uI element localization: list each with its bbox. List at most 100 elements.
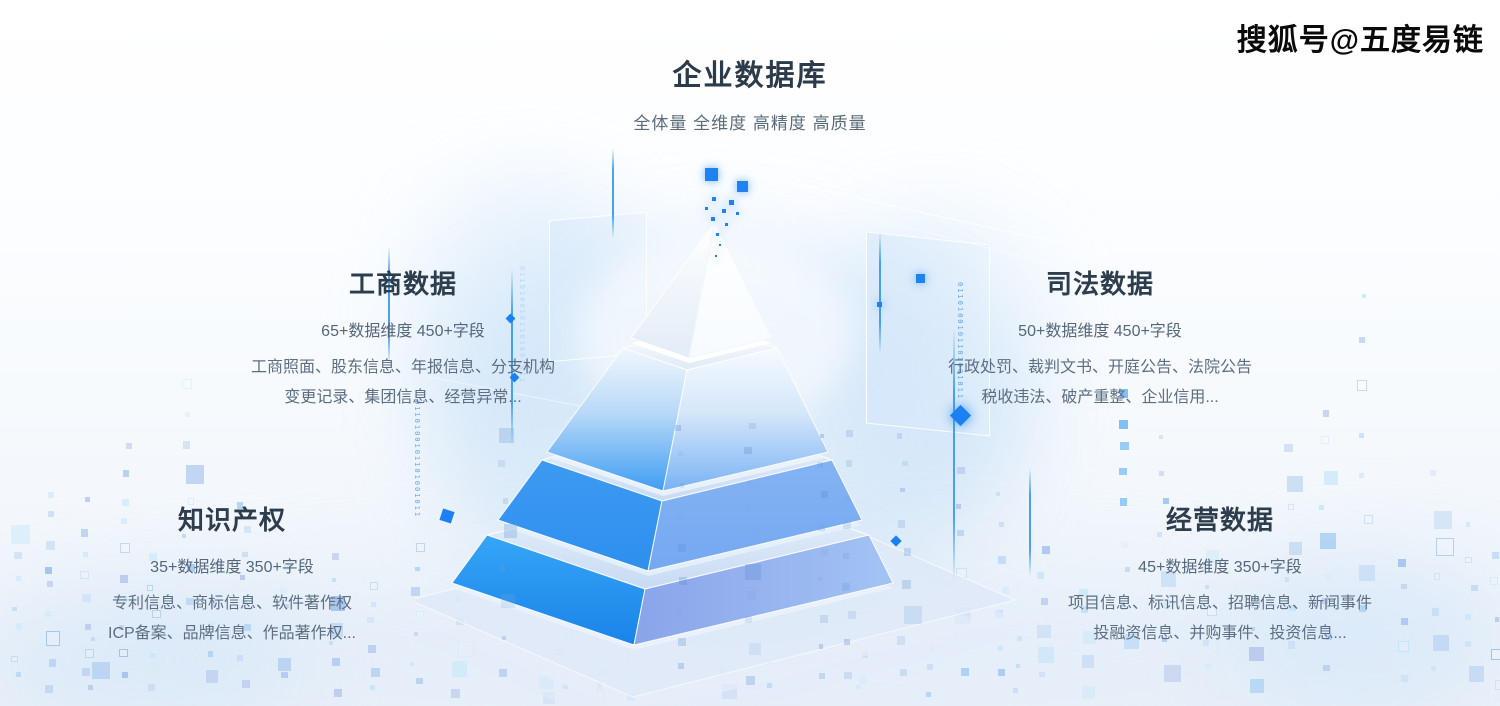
pixel-square <box>122 469 130 477</box>
section-intellectual-property: 知识产权 35+数据维度 350+字段 专利信息、商标信息、软件著作权 ICP备… <box>108 500 356 649</box>
pixel-square <box>1430 665 1436 671</box>
pixel-square <box>1016 664 1021 669</box>
pixel-square <box>1287 641 1296 649</box>
pixel-square <box>242 679 251 688</box>
pixel-square <box>119 648 128 658</box>
pixel-square <box>897 520 906 528</box>
pixel-square <box>1163 665 1181 682</box>
pixel-square <box>123 595 129 602</box>
pixel-square <box>997 555 1006 565</box>
pixel-square <box>1080 606 1088 614</box>
pixel-square <box>1319 532 1337 550</box>
pixel-square <box>749 422 757 430</box>
section-title: 司法数据 <box>1045 269 1155 299</box>
pixel-square <box>900 487 905 493</box>
pixel-square <box>1250 598 1261 609</box>
pixel-square <box>205 670 218 683</box>
pixel-square <box>47 581 53 587</box>
pixel-square <box>1321 435 1330 444</box>
vertical-light-line <box>953 328 955 580</box>
accent-square <box>711 217 715 221</box>
pixel-square <box>896 636 906 645</box>
section-judicial-data: 司法数据 50+数据维度 450+字段 行政处罚、裁判文书、开庭公告、法院公告 … <box>948 264 1252 413</box>
pixel-square <box>818 576 823 581</box>
pixel-square <box>744 505 750 511</box>
pixel-square <box>91 661 110 680</box>
pixel-square <box>46 541 55 550</box>
pixel-square <box>957 466 965 475</box>
pixel-square <box>1489 576 1498 585</box>
pixel-square <box>211 603 216 607</box>
pixel-square <box>181 378 192 390</box>
pixel-square <box>329 640 334 645</box>
pixel-square <box>1204 584 1210 589</box>
pixel-square <box>278 657 292 671</box>
pixel-square <box>1358 564 1375 581</box>
pixel-square <box>83 551 89 557</box>
pixel-square <box>1287 503 1295 511</box>
accent-square <box>736 212 739 215</box>
pixel-square <box>186 598 194 606</box>
pixel-square <box>45 610 52 617</box>
pixel-square <box>409 661 415 667</box>
section-title: 知识产权 <box>177 505 287 535</box>
pixel-square <box>1466 522 1471 527</box>
bottom-right-glow <box>1230 550 1500 706</box>
pixel-square <box>678 451 684 457</box>
pixel-square <box>843 553 849 559</box>
pixel-square <box>1325 633 1333 640</box>
pixel-square <box>415 566 421 572</box>
pixel-square <box>122 672 129 679</box>
vertical-light-line <box>1029 468 1031 576</box>
pixel-square <box>996 492 1001 497</box>
pixel-square <box>187 498 195 505</box>
pixel-square <box>820 433 825 439</box>
pixel-square <box>1288 542 1302 556</box>
pixel-square <box>818 672 826 679</box>
pixel-square <box>497 459 505 467</box>
pixel-square <box>1284 443 1293 453</box>
watermark: 搜狐号@五度易链 <box>1236 24 1484 57</box>
pixel-square <box>499 565 506 571</box>
pixel-square <box>331 552 340 560</box>
pixel-square <box>998 668 1006 676</box>
pixel-square <box>1012 688 1018 694</box>
pixel-square <box>900 669 907 676</box>
pixel-square <box>1156 531 1163 538</box>
pixel-square <box>1205 550 1219 564</box>
pixel-square <box>677 543 687 553</box>
pixel-square <box>125 442 133 449</box>
section-stats: 50+数据维度 450+字段 <box>1018 323 1182 340</box>
pixel-square <box>1119 467 1127 476</box>
pixel-square <box>1158 471 1165 477</box>
pixel-square <box>150 653 155 658</box>
pixel-square <box>821 491 829 499</box>
pixel-square <box>1465 640 1472 647</box>
pixel-square <box>501 593 516 609</box>
page-header: 企业数据库 全体量 全维度 高精度 高质量 <box>0 52 1500 134</box>
pixel-square <box>1432 634 1450 652</box>
pixel-square <box>1082 630 1097 645</box>
pixel-square <box>85 649 94 658</box>
pyramid-tier-1 <box>630 220 773 363</box>
pixel-square <box>845 430 853 438</box>
pixel-square <box>1319 505 1325 511</box>
pixel-square <box>817 524 826 532</box>
pixel-square <box>1161 637 1168 643</box>
pixel-square <box>48 659 57 667</box>
pixel-square <box>679 483 685 488</box>
section-detail-line: 投融资信息、并购事件、投资信息... <box>1093 625 1347 642</box>
section-stats: 65+数据维度 450+字段 <box>321 323 485 340</box>
pixel-square <box>747 480 753 487</box>
pixel-square <box>120 542 130 553</box>
pixel-square <box>1082 685 1096 699</box>
pixel-square <box>87 685 93 691</box>
pixel-square <box>451 661 468 677</box>
pixel-square <box>748 642 762 656</box>
pixel-square <box>1495 679 1500 690</box>
vertical-light-line <box>511 268 513 446</box>
vertical-light-line <box>612 148 614 238</box>
pixel-square <box>121 518 128 525</box>
pixel-square <box>1435 537 1455 557</box>
